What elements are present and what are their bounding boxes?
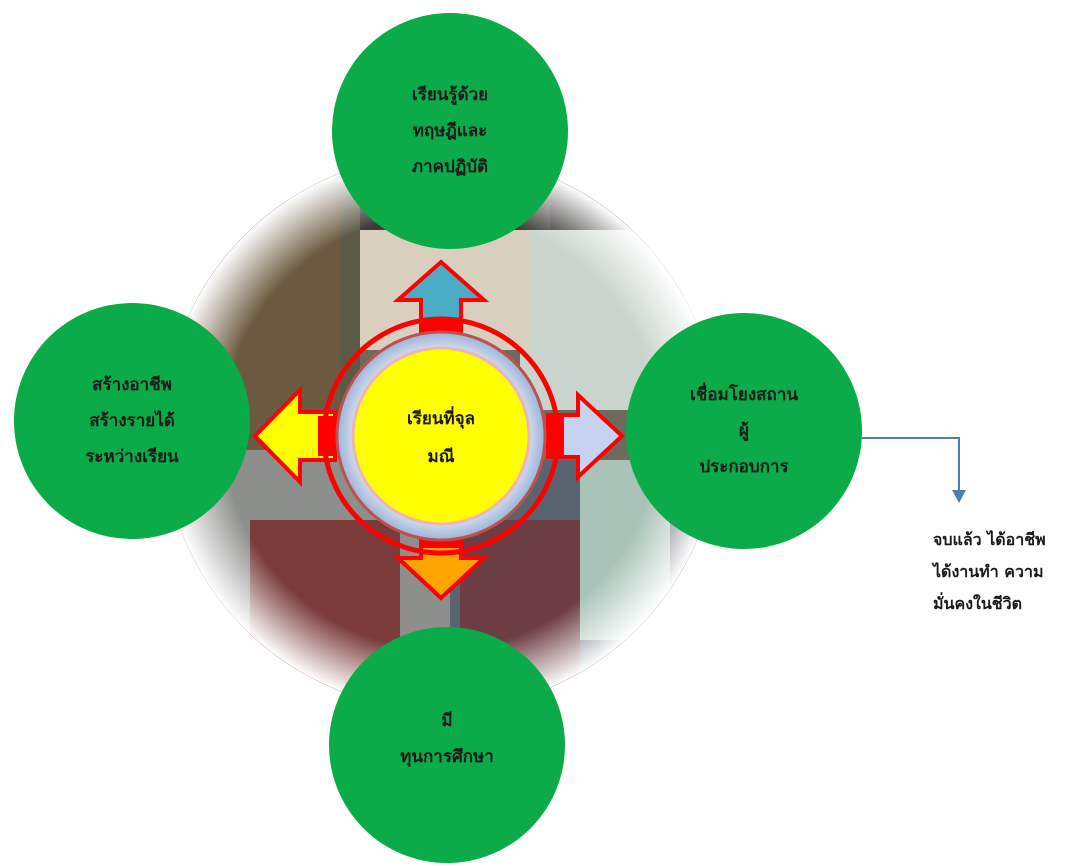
- outcome-connector-arrowhead: [952, 490, 966, 503]
- node-left: [14, 303, 250, 539]
- node-right-line-1: เชื่อมโยงสถาน: [690, 385, 798, 405]
- outcome-line-3: มั่นคงในชีวิต: [933, 594, 1022, 613]
- center-core: [351, 346, 531, 526]
- node-top: [332, 13, 568, 249]
- node-bottom-line-2: ทุนการศึกษา: [400, 747, 494, 767]
- arrow-left: [252, 385, 337, 487]
- node-right-line-2: ผู้: [739, 421, 749, 441]
- node-left-line-2: สร้างรายได้: [89, 411, 175, 431]
- node-right: [626, 313, 862, 549]
- outcome-line-1: จบแล้ว ได้อาชีพ: [933, 530, 1046, 549]
- center-label: เรียนที่จุล มณี: [361, 398, 521, 478]
- node-top-line-1: เรียนรู้ด้วย: [411, 85, 489, 105]
- node-top-line-3: ภาคปฏิบัติ: [411, 157, 489, 177]
- node-bottom: [329, 627, 565, 863]
- outcome-text: จบแล้ว ได้อาชีพ ได้งานทำ ความ มั่นคงในชี…: [933, 524, 1078, 620]
- node-top-label: เรียนรู้ด้วย ทฤษฎีและ ภาคปฏิบัติ: [360, 72, 540, 190]
- node-left-label: สร้างอาชีพ สร้างรายได้ ระหว่างเรียน: [42, 362, 222, 480]
- node-top-line-2: ทฤษฎีและ: [412, 121, 488, 141]
- node-bottom-label: มี ทุนการศึกษา: [357, 699, 537, 779]
- center-line-2: มณี: [427, 447, 455, 467]
- node-left-line-3: ระหว่างเรียน: [85, 447, 179, 467]
- arrow-right: [546, 390, 625, 482]
- node-right-label: เชื่อมโยงสถาน ผู้ ประกอบการ: [654, 372, 834, 490]
- outcome-line-2: ได้งานทำ ความ: [933, 562, 1044, 581]
- node-bottom-line-1: มี: [441, 711, 453, 731]
- center-line-1: เรียนที่จุล: [406, 409, 476, 429]
- node-left-line-1: สร้างอาชีพ: [92, 375, 172, 395]
- center-outer-ring: [321, 316, 561, 556]
- node-right-line-3: ประกอบการ: [699, 457, 789, 477]
- outcome-connector: [862, 437, 960, 490]
